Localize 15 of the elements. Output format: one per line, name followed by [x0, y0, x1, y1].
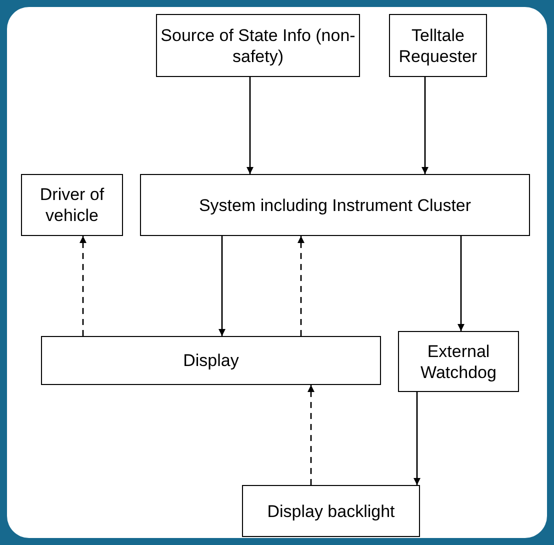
arrow: [298, 236, 304, 336]
process-box: External Watchdog: [398, 331, 519, 392]
process-box: Telltale Requester: [389, 14, 487, 77]
process-box: System including Instrument Cluster: [140, 174, 530, 236]
process-box: Display backlight: [242, 485, 420, 537]
arrow: [422, 77, 428, 174]
arrow: [80, 236, 86, 336]
process-box: Display: [41, 336, 381, 385]
arrow: [246, 77, 254, 174]
arrow: [308, 385, 314, 485]
arrow: [458, 236, 464, 331]
arrow: [414, 392, 420, 485]
process-box: Source of State Info (non-safety): [156, 14, 360, 77]
arrow: [218, 236, 226, 336]
process-box: Driver of vehicle: [21, 174, 123, 236]
